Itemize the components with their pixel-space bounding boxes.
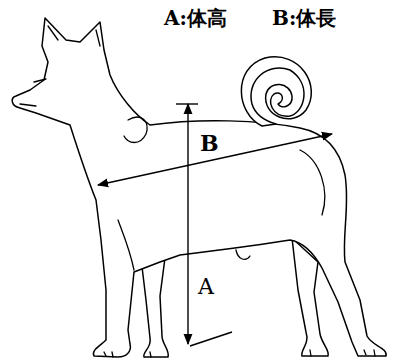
ear-inner [48,26,100,46]
withers-tick [176,103,198,104]
toes [104,350,375,357]
height-arrow [187,104,188,344]
dimension-letter: B [200,132,219,154]
dimension-letter: A [198,276,214,298]
sheath [236,250,250,259]
thigh [300,150,325,215]
dimension-key: A:体高 [164,8,227,28]
ground-line [190,332,232,346]
elbow [118,220,134,270]
shoulder [124,117,147,142]
dimension-key: B:体長 [272,8,336,28]
curled-tail [241,57,311,126]
mouth [20,104,36,106]
eye [34,79,46,82]
dog-body [12,18,386,357]
